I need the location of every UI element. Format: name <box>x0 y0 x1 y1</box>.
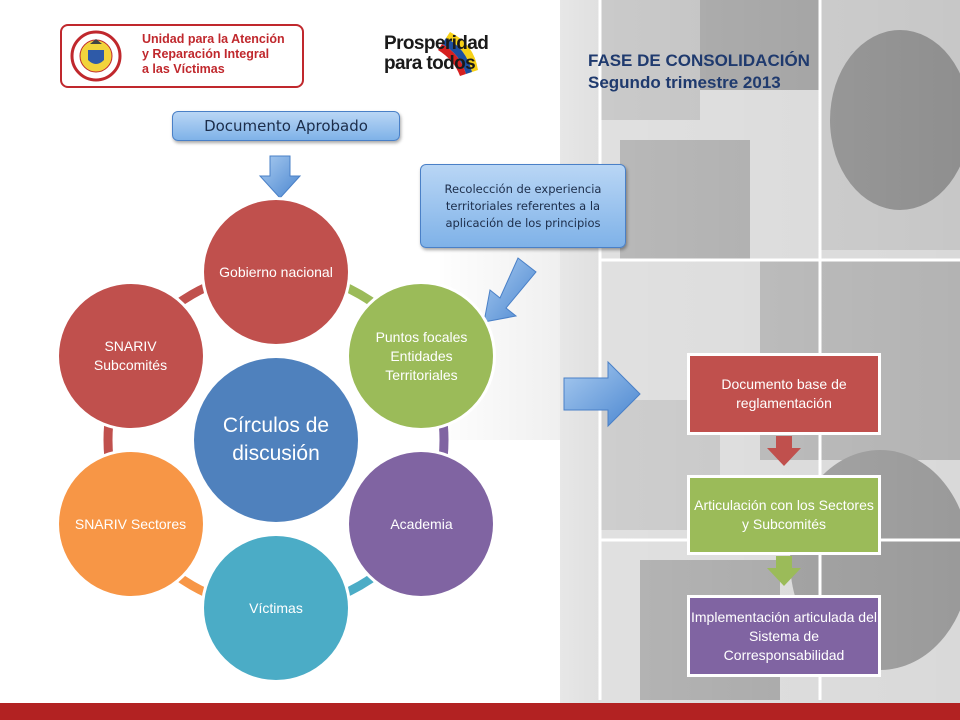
cycle-node-label: SNARIV Sectores <box>74 515 187 532</box>
cycle-node: Puntos focales Entidades Territoriales <box>349 284 494 428</box>
phase-heading: FASE DE CONSOLIDACIÓN Segundo trimestre … <box>588 50 810 94</box>
recoleccion-text: Recolección de experiencia territoriales… <box>444 181 602 230</box>
cycle-center-label: Círculos de discusión <box>222 414 330 465</box>
org-logo-line-2: y Reparación Integral <box>142 47 270 61</box>
flow-box-text: Implementación articulada del Sistema de… <box>691 608 877 663</box>
cycle-node: Víctimas <box>204 536 348 680</box>
flag-stripes-icon <box>438 32 478 76</box>
recoleccion-label: Recolección de experiencia territoriales… <box>420 164 626 248</box>
documento-aprobado-label: Documento Aprobado <box>172 111 400 141</box>
org-logo: Unidad para la Atención y Reparación Int… <box>60 24 304 88</box>
cycle-node-label: Academia <box>390 515 453 532</box>
flow-box-text: Documento base de reglamentación <box>721 376 847 411</box>
flow-box-articulacion: Articulación con los Sectores y Subcomit… <box>690 478 878 552</box>
cycle-node: SNARIV Sectores <box>58 452 203 596</box>
cycle-node-label: Puntos focales Entidades Territoriales <box>375 328 468 383</box>
bottom-bar <box>0 703 960 720</box>
org-logo-line-3: a las Víctimas <box>142 62 225 76</box>
flow-box-documento-base: Documento base de reglamentación <box>690 356 878 432</box>
cycle-node: SNARIV Subcomités <box>58 284 203 428</box>
slogan-line-1: Prosperidad <box>384 33 489 54</box>
flow-box-implementacion: Implementación articulada del Sistema de… <box>690 598 878 674</box>
phase-title: FASE DE CONSOLIDACIÓN <box>588 51 810 70</box>
coat-of-arms-seal <box>70 30 122 82</box>
phase-subtitle: Segundo trimestre 2013 <box>588 73 781 92</box>
cycle-node-label: Víctimas <box>249 599 303 616</box>
cycle-center: Círculos de discusión <box>194 358 358 522</box>
cycle-node-label: SNARIV Subcomités <box>93 338 168 373</box>
prosperidad-logo: Prosperidad para todos <box>380 30 489 98</box>
prosperidad-text: Prosperidad para todos <box>384 33 489 74</box>
cycle-node-label: Gobierno nacional <box>219 263 333 280</box>
cycle-node: Academia <box>349 452 494 596</box>
slogan-line-2: para todos <box>384 53 476 74</box>
cycle-node: Gobierno nacional <box>204 200 348 344</box>
flow-box-text: Articulación con los Sectores y Subcomit… <box>694 497 874 532</box>
org-logo-line-1: Unidad para la Atención <box>142 32 285 46</box>
org-logo-text: Unidad para la Atención y Reparación Int… <box>142 32 302 77</box>
